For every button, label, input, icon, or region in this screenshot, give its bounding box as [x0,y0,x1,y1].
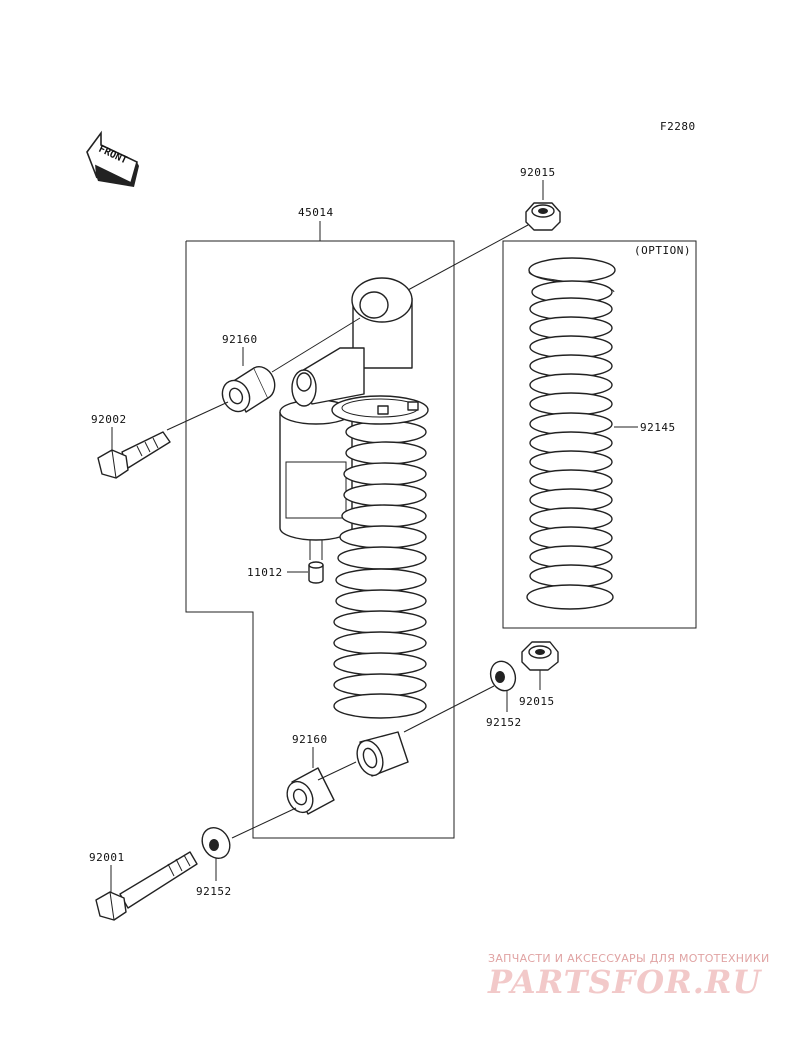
valve-cap [308,561,324,584]
shock-upper-mount [291,277,419,415]
lower-washer [201,826,231,860]
label-11012: 11012 [247,566,283,579]
shock-lower-mount [356,731,409,777]
label-92152-right: 92152 [486,716,522,729]
shock-spring [331,395,429,719]
lower-collar [286,767,335,815]
option-label: (OPTION) [634,244,691,257]
watermark-text: ЗАПЧАСТИ И АКСЕССУАРЫ ДЛЯ МОТОТЕХНИКИ [488,952,770,965]
label-92145: 92145 [640,421,676,434]
option-spring [526,257,616,610]
right-nut [521,641,559,671]
label-92160-lower: 92160 [292,733,328,746]
right-washer [489,660,517,692]
top-nut [525,202,561,231]
label-45014: 45014 [298,206,334,219]
front-arrow-icon: FRONT [86,130,139,187]
label-92015-top: 92015 [520,166,556,179]
label-92160-upper: 92160 [222,333,258,346]
lower-bolt [95,851,198,921]
upper-collar [221,366,276,413]
option-box [502,240,697,629]
label-92015-right: 92015 [519,695,555,708]
figure-code: F2280 [660,120,696,133]
label-92001: 92001 [89,851,125,864]
label-92152-lower: 92152 [196,885,232,898]
upper-bolt [97,431,171,479]
watermark-logo: PARTSFOR.RU [488,963,762,1001]
label-92002: 92002 [91,413,127,426]
assembly-bracket [185,221,455,839]
